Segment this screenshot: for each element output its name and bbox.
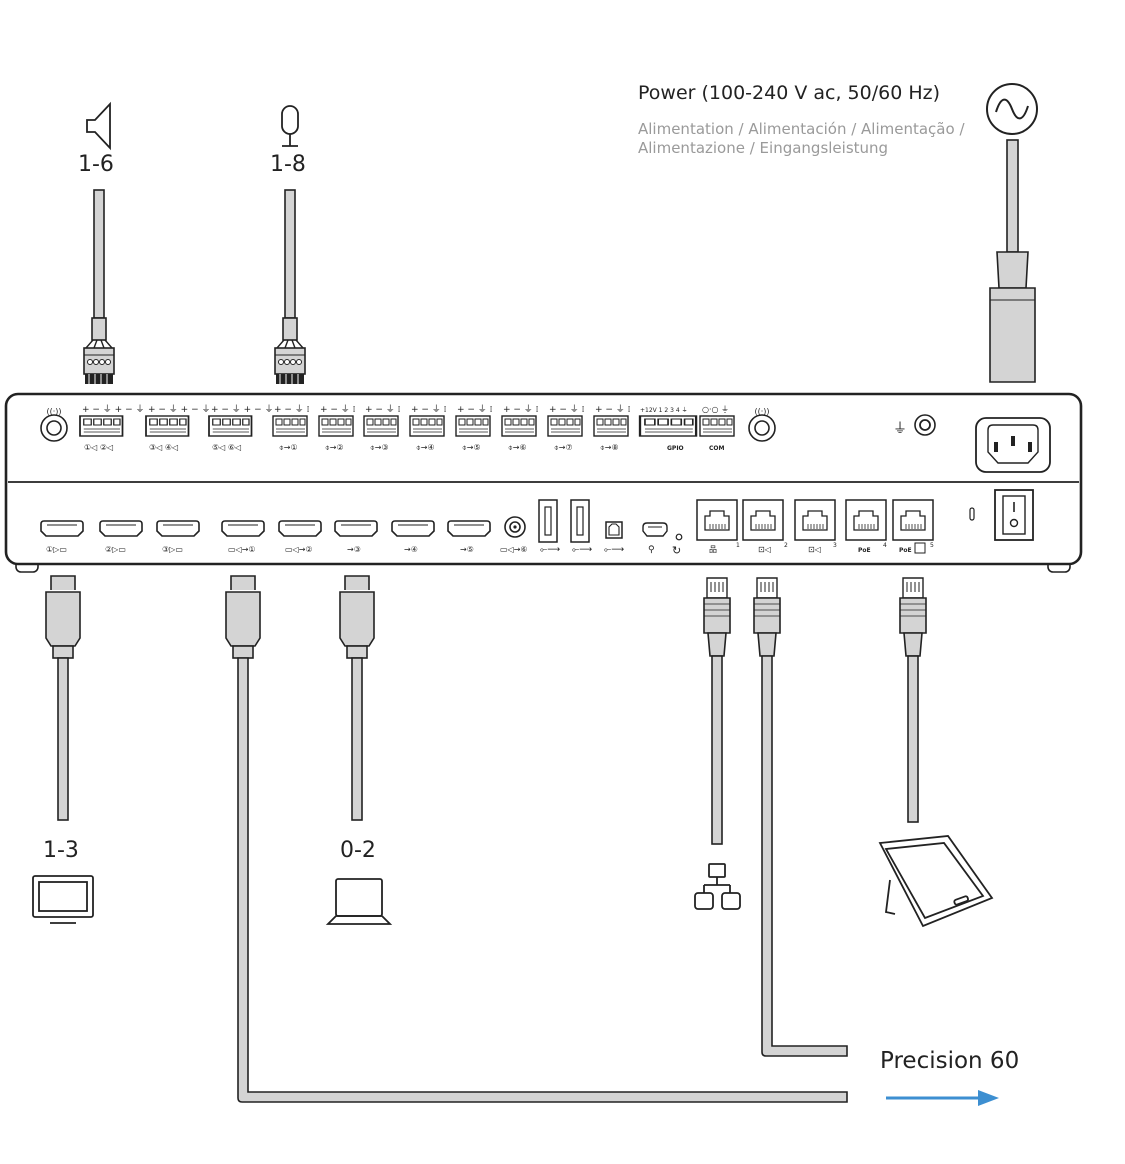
svg-text:▭◁→①: ▭◁→①: [228, 545, 256, 554]
display-count-label: 1-3: [43, 838, 79, 863]
speaker-count-label: 1-6: [78, 152, 114, 177]
svg-text:⟜⟶: ⟜⟶: [572, 545, 592, 555]
com-label: COM: [709, 445, 725, 452]
svg-text:⌽→①: ⌽→①: [279, 443, 298, 452]
display-cable: [45, 575, 81, 821]
svg-text:①◁ ②◁: ①◁ ②◁: [84, 443, 113, 452]
ground-screw: ⏚: [893, 414, 936, 437]
codec-unit: ((·)) ((·)) + − ⏚ + − ⏚ + − ⏚ + − ⏚ + − …: [4, 392, 1083, 573]
network-icon: [694, 863, 741, 910]
svg-text:⊡◁: ⊡◁: [758, 545, 771, 554]
svg-text:+ − ⏚ ⁞: + − ⏚ ⁞: [503, 404, 539, 415]
svg-text:①▷▭: ①▷▭: [46, 545, 67, 554]
power-inlet: [975, 417, 1051, 473]
svg-text:+ − ⏚ + − ⏚: + − ⏚ + − ⏚: [82, 404, 144, 415]
svg-text:⌽→⑧: ⌽→⑧: [600, 443, 619, 452]
svg-text:品: 品: [709, 545, 717, 554]
touch-panel-cable: [899, 577, 927, 823]
svg-text:○·○ ⏚: ○·○ ⏚: [702, 405, 729, 414]
camera-video-cable: [225, 575, 848, 1103]
svg-text:+ − ⏚ + − ⏚: + − ⏚ + − ⏚: [211, 404, 273, 415]
svg-text:→③: →③: [347, 545, 361, 554]
svg-text:↻: ↻: [672, 544, 681, 557]
svg-text:⌽→④: ⌽→④: [416, 443, 435, 452]
svg-text:⟜⟶: ⟜⟶: [604, 545, 624, 555]
laptop-count-label: 0-2: [340, 838, 376, 863]
speaker-outputs: + − ⏚ + − ⏚ + − ⏚ + − ⏚ + − ⏚ + − ⏚ ①◁ ②…: [79, 404, 273, 452]
svg-text:+12V 1 2 3 4 ⏚: +12V 1 2 3 4 ⏚: [640, 407, 688, 414]
touch-panel-icon: [878, 835, 994, 928]
svg-text:+ − ⏚ ⁞: + − ⏚ ⁞: [595, 404, 631, 415]
network-cable: [703, 577, 731, 845]
svg-text:⚲: ⚲: [648, 545, 655, 555]
power-subtitle: Alimentation / Alimentación / Alimentaçã…: [638, 120, 965, 157]
usb-a-ports: ⟜⟶ ⟜⟶: [538, 499, 592, 555]
svg-text:+ − ⏚ ⁞: + − ⏚ ⁞: [549, 404, 585, 415]
power-switch: [994, 489, 1034, 541]
svg-text:▭◁→⑥: ▭◁→⑥: [500, 545, 528, 554]
precision-arrow: [886, 1090, 999, 1106]
svg-text:⏚: ⏚: [893, 421, 907, 437]
hdmi-inputs: ▭◁→① ▭◁→② →③ →④ →⑤: [221, 520, 491, 554]
microphone-inputs: + − ⏚ ⁞ + − ⏚ ⁞ + − ⏚ ⁞ + − ⏚ ⁞ + − ⏚ ⁞ …: [272, 404, 631, 452]
svg-text:⑤◁ ⑥◁: ⑤◁ ⑥◁: [212, 443, 241, 452]
precision-label: Precision 60: [880, 1048, 1020, 1074]
svg-text:5: 5: [930, 542, 934, 549]
svg-text:②▷▭: ②▷▭: [105, 545, 126, 554]
ethernet-ports: 品 1 ⊡◁ 2 ⊡◁ 3 PoE 4 PoE 5: [696, 499, 934, 554]
com-port: ○·○ ⏚ COM: [699, 405, 735, 452]
svg-text:+ − ⏚ ⁞: + − ⏚ ⁞: [274, 404, 310, 415]
svg-text:+ − ⏚ ⁞: + − ⏚ ⁞: [320, 404, 356, 415]
svg-text:+ − ⏚ + − ⏚: + − ⏚ + − ⏚: [148, 404, 210, 415]
svg-text:+ − ⏚ ⁞: + − ⏚ ⁞: [457, 404, 493, 415]
gpio-label: GPIO: [667, 445, 684, 452]
camera-network-cable: [753, 577, 848, 1057]
svg-text:+ − ⏚ ⁞: + − ⏚ ⁞: [411, 404, 447, 415]
svg-text:⌽→⑤: ⌽→⑤: [462, 443, 481, 452]
svg-text:→⑤: →⑤: [460, 545, 474, 554]
poe-label-5: PoE: [899, 547, 912, 554]
laptop-icon: [325, 878, 393, 925]
antenna-port-left: ((·)): [40, 407, 68, 442]
power-cable: [989, 139, 1036, 383]
svg-text:⌽→③: ⌽→③: [370, 443, 389, 452]
svg-text:⌽→②: ⌽→②: [325, 443, 344, 452]
svg-text:③◁ ④◁: ③◁ ④◁: [149, 443, 178, 452]
svg-text:⟜⟶: ⟜⟶: [540, 545, 560, 555]
power-title: Power (100-240 V ac, 50/60 Hz): [638, 82, 940, 104]
poe-label-4: PoE: [858, 547, 871, 554]
service-port: ⚲ ↻: [642, 522, 683, 557]
microphone-count-label: 1-8: [270, 152, 306, 177]
hdmi-outputs: ①▷▭ ②▷▭ ③▷▭: [40, 520, 200, 554]
svg-text:((·)): ((·)): [754, 407, 769, 416]
svg-text:③▷▭: ③▷▭: [162, 545, 183, 554]
svg-text:⌽→⑥: ⌽→⑥: [508, 443, 527, 452]
microphone-icon: [281, 105, 299, 147]
sdi-input: ▭◁→⑥: [500, 516, 528, 554]
svg-text:3: 3: [833, 542, 837, 549]
svg-text:((·)): ((·)): [46, 407, 61, 416]
svg-text:1: 1: [736, 542, 740, 549]
speaker-icon: [86, 101, 111, 151]
microphone-cable: [274, 189, 306, 385]
laptop-cable: [339, 575, 375, 821]
usb-b-port: ⟜⟶: [604, 521, 624, 555]
gpio-port: +12V 1 2 3 4 ⏚ GPIO: [638, 407, 698, 452]
antenna-port-right: ((·)): [748, 407, 776, 442]
svg-text:→④: →④: [404, 545, 418, 554]
svg-text:4: 4: [883, 542, 887, 549]
svg-text:2: 2: [784, 542, 788, 549]
monitor-icon: [32, 875, 94, 924]
speaker-cable: [83, 189, 115, 385]
svg-text:⌽→⑦: ⌽→⑦: [554, 443, 573, 452]
svg-text:+ − ⏚ ⁞: + − ⏚ ⁞: [365, 404, 401, 415]
power-ac-icon: [986, 83, 1038, 135]
svg-text:▭◁→②: ▭◁→②: [285, 545, 313, 554]
svg-text:⊡◁: ⊡◁: [808, 545, 821, 554]
